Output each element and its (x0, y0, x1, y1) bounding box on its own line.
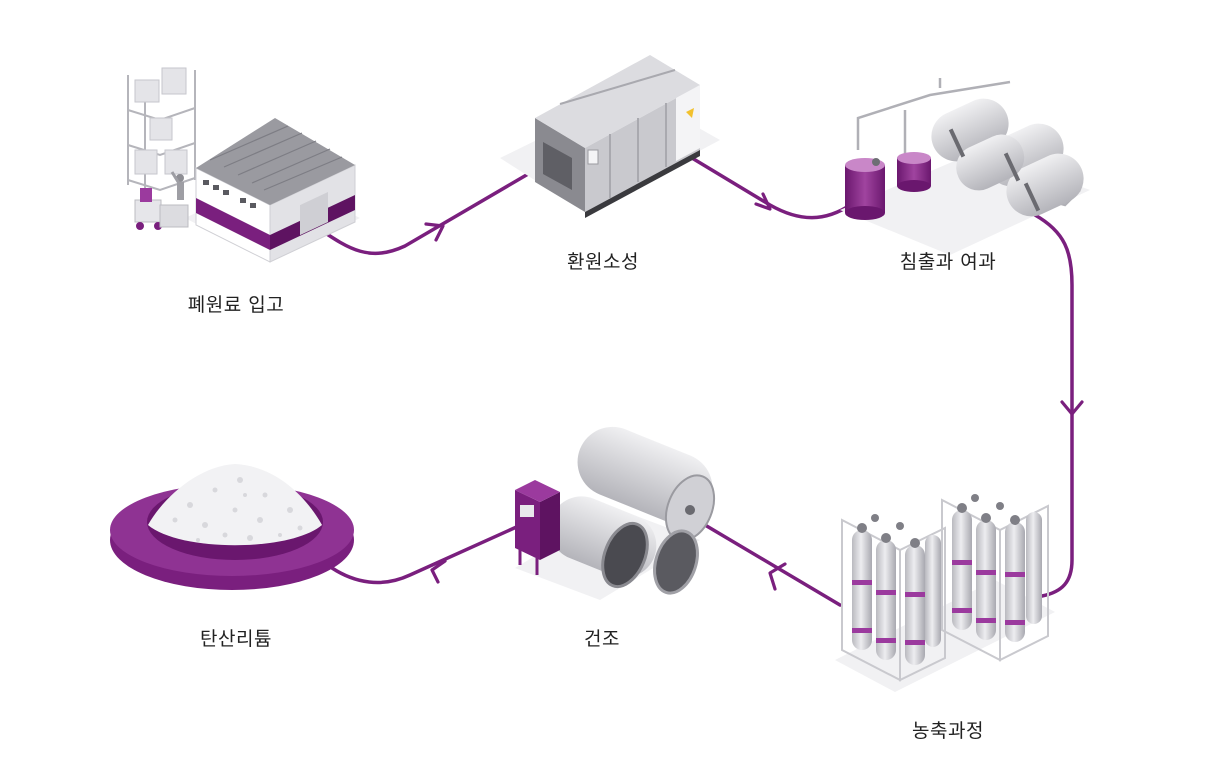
dryer-illustration (515, 426, 716, 600)
step-label-furnace: 환원소성 (567, 251, 639, 273)
step-label-product: 탄산리튬 (200, 628, 272, 650)
warehouse-illustration (127, 67, 360, 263)
arrow-5 (430, 559, 447, 584)
step-label-warehouse: 폐원료 입고 (187, 294, 285, 316)
flow-line (316, 150, 1074, 607)
step-label-concentration: 농축과정 (912, 720, 984, 742)
step-label-leaching: 침출과 여과 (899, 251, 997, 273)
arrow-4 (768, 562, 787, 591)
concentration-illustration (835, 494, 1055, 692)
lithium-carbonate-illustration (110, 464, 354, 590)
step-label-drying: 건조 (584, 628, 620, 650)
arrow-2 (754, 192, 772, 211)
leaching-illustration (840, 78, 1090, 255)
flow-arrows (424, 192, 1084, 591)
arrow-1 (424, 222, 445, 242)
arrow-3 (1060, 400, 1084, 416)
furnace-illustration (500, 55, 720, 218)
